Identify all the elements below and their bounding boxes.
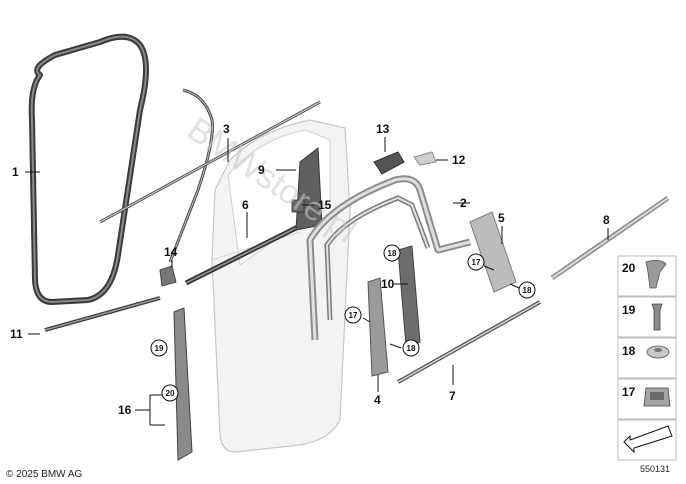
callout-6: 6	[242, 198, 249, 212]
callout-11: 11	[10, 327, 23, 341]
svg-text:17: 17	[472, 258, 481, 267]
badge-18: 18	[518, 281, 536, 299]
legend-item-17: 17	[617, 378, 677, 420]
part-15-clip	[291, 199, 305, 213]
badge-17: 17	[344, 306, 362, 324]
callout-9: 9	[258, 163, 265, 177]
part-2-window-frame	[306, 175, 471, 341]
callout-13: 13	[376, 122, 390, 136]
svg-text:17: 17	[349, 311, 358, 320]
callout-12: 12	[452, 153, 466, 167]
legend-item-19: 19	[617, 296, 677, 338]
callout-4: 4	[374, 393, 381, 407]
callout-10: 10	[381, 277, 395, 291]
part-11-seal-strip	[44, 296, 161, 332]
badge-19: 19	[150, 339, 168, 357]
diagram-number: 550131	[640, 464, 670, 474]
leader-lines	[25, 137, 609, 426]
clip-icon	[645, 260, 667, 289]
screw-clip-icon	[651, 303, 663, 331]
part-16-lower-trim	[173, 307, 193, 461]
part-13-bracket	[373, 151, 405, 175]
svg-text:20: 20	[166, 389, 175, 398]
part-1-door-seal	[28, 33, 149, 305]
badges: 18 17 18 17 18 19 20	[150, 244, 536, 402]
svg-text:18: 18	[523, 286, 532, 295]
callout-15: 15	[318, 198, 332, 212]
callout-3: 3	[223, 122, 230, 136]
badge-18: 18	[383, 244, 401, 262]
arrow-icon	[623, 425, 673, 454]
part-12-cap	[413, 151, 437, 166]
badge-18: 18	[402, 339, 420, 357]
svg-text:19: 19	[155, 344, 164, 353]
svg-text:18: 18	[622, 344, 636, 358]
callout-7: 7	[449, 389, 456, 403]
part-3-window-channel	[99, 88, 321, 263]
copyright: © 2025 BMW AG	[6, 469, 83, 480]
callout-8: 8	[603, 213, 610, 227]
svg-text:18: 18	[407, 344, 416, 353]
callout-16: 16	[118, 403, 132, 417]
callout-5: 5	[498, 211, 505, 225]
svg-text:19: 19	[622, 303, 636, 317]
callout-2: 2	[460, 196, 467, 210]
legend-item-18: 18	[617, 337, 677, 379]
badge-17: 17	[467, 253, 485, 271]
legend-item-20: 20	[617, 255, 677, 297]
fastener-legend: 20 19 18 17	[617, 255, 677, 461]
part-4-pillar-cover	[367, 277, 389, 377]
badge-20: 20	[161, 384, 179, 402]
svg-text:18: 18	[388, 249, 397, 258]
legend-arrow-box	[617, 419, 677, 461]
callouts: 1 2 3 4 5 6 7 8 9 10 11 12 13 14 15 16	[10, 122, 610, 417]
svg-text:20: 20	[622, 261, 636, 275]
part-5-pillar-trim	[469, 211, 517, 293]
part-10-pillar-trim	[397, 245, 421, 347]
svg-text:17: 17	[622, 385, 636, 399]
part-8-roof-strip	[550, 195, 670, 281]
callout-1: 1	[12, 165, 19, 179]
part-7-sill-strip	[397, 300, 541, 384]
part-14-clip	[159, 265, 177, 287]
callout-14: 14	[164, 245, 178, 259]
